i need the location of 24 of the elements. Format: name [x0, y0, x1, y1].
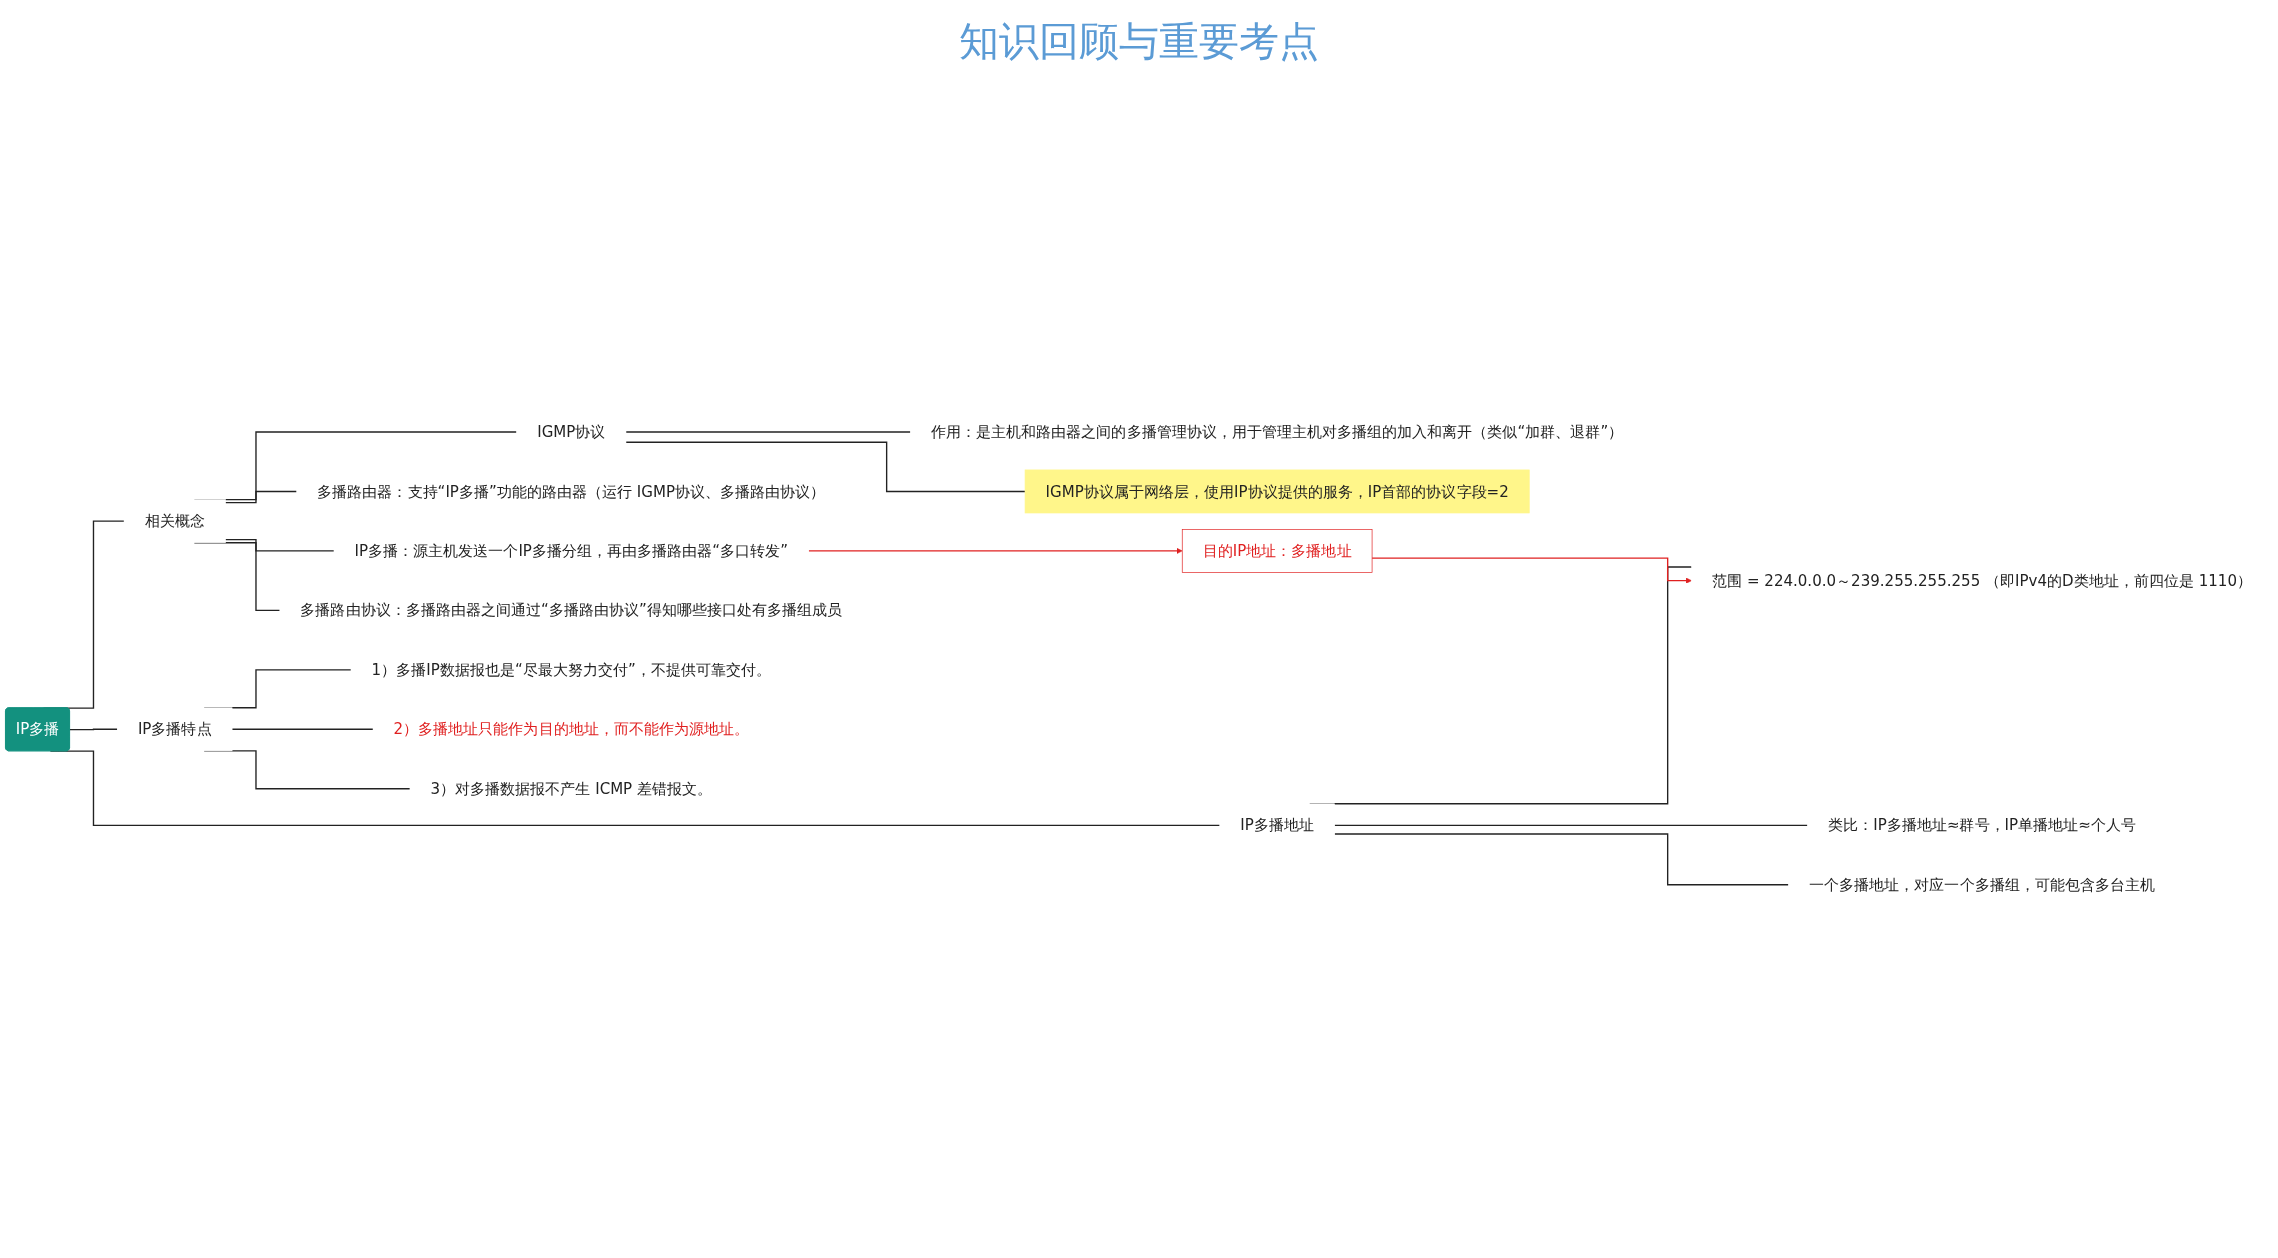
connector — [224, 538, 335, 552]
node-box: IGMP协议属于网络层，使用IP协议提供的服务，IP首部的协议字段=2 — [1024, 469, 1530, 513]
node-text: 范围 = 224.0.0.0～239.255.255.255 （即IPv4的D类地址，前四位是 1110） — [1712, 571, 2253, 589]
node-text: 2）多播地址只能作为目的地址，而不能作为源地址。 — [393, 720, 750, 738]
connector — [1333, 832, 1790, 886]
connector — [231, 728, 374, 730]
connector — [1333, 824, 1809, 826]
arrow — [1371, 557, 1692, 584]
diagram-title: 知识回顾与重要考点 — [958, 17, 1320, 66]
node-text: 类比：IP多播地址≈群号，IP单播地址≈个人号 — [1828, 816, 2136, 834]
node-text: 一个多播地址，对应一个多播组，可能包含多台主机 — [1809, 875, 2155, 893]
node-text: 3）对多播数据报不产生 ICMP 差错报文。 — [430, 779, 713, 797]
node-text: 多播路由协议：多播路由器之间通过“多播路由协议”得知哪些接口处有多播组成员 — [300, 601, 843, 619]
node-text: 多播路由器：支持“IP多播”功能的路由器（运行 IGMP协议、多播路由协议） — [317, 482, 826, 500]
node-text: IP多播：源主机发送一个IP多播分组，再由多播路由器“多口转发” — [354, 541, 789, 560]
node-text: IGMP协议 — [537, 423, 606, 441]
arrow — [807, 547, 1183, 554]
connector — [625, 441, 1026, 492]
connector — [224, 490, 298, 503]
connector — [69, 728, 119, 730]
node-box: 目的IP地址：多播地址 — [1181, 528, 1373, 573]
node-text: 作用：是主机和路由器之间的多播管理协议，用于管理主机对多播组的加入和离开（类似“加群、退群”） — [931, 423, 1624, 441]
connector — [625, 430, 912, 433]
node-text: 1）多播IP数据报也是“尽最大努力交付”，不提供可靠交付。 — [371, 660, 772, 678]
